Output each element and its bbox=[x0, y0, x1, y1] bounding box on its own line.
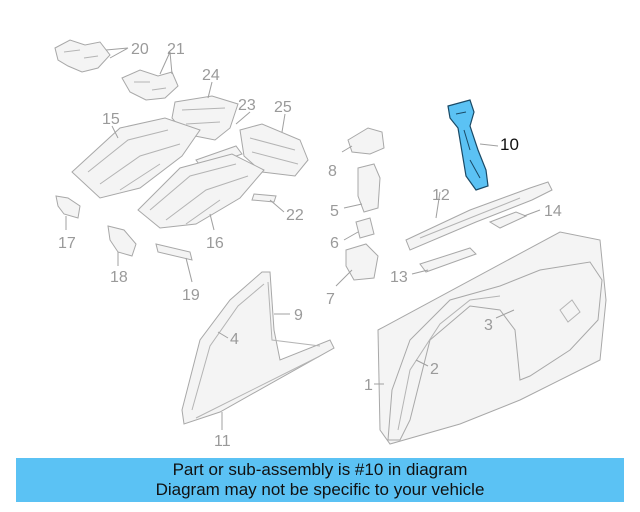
callout-23: 23 bbox=[238, 97, 256, 114]
callout-2: 2 bbox=[430, 361, 439, 378]
callout-17: 17 bbox=[58, 235, 76, 252]
part-14 bbox=[488, 211, 528, 229]
info-banner: Part or sub-assembly is #10 in diagram D… bbox=[16, 458, 624, 502]
callout-1: 1 bbox=[364, 377, 373, 394]
part-21 bbox=[121, 69, 179, 101]
part-6 bbox=[355, 217, 375, 239]
callout-16: 16 bbox=[206, 235, 224, 252]
callout-8: 8 bbox=[328, 163, 337, 180]
part-5 bbox=[357, 163, 381, 213]
leader-lines bbox=[65, 47, 541, 430]
part-22 bbox=[251, 193, 277, 203]
part-2-3 bbox=[387, 261, 603, 441]
callout-5: 5 bbox=[330, 203, 339, 220]
part-20 bbox=[54, 39, 111, 73]
part-17 bbox=[55, 195, 81, 219]
part-4-9-11 bbox=[181, 271, 335, 425]
callout-14: 14 bbox=[544, 203, 562, 220]
part-25 bbox=[239, 123, 309, 177]
part-13 bbox=[419, 247, 477, 273]
callout-22: 22 bbox=[286, 207, 304, 224]
part-19 bbox=[155, 243, 193, 261]
callout-6: 6 bbox=[330, 235, 339, 252]
part-10-highlighted[interactable] bbox=[447, 99, 489, 191]
callout-3: 3 bbox=[484, 317, 493, 334]
part-16 bbox=[137, 153, 265, 229]
banner-line-2: Diagram may not be specific to your vehi… bbox=[155, 480, 485, 499]
callout-11: 11 bbox=[214, 433, 231, 450]
part-8 bbox=[347, 127, 385, 155]
callout-10: 10 bbox=[500, 135, 519, 154]
part-15 bbox=[71, 117, 201, 199]
callout-13: 13 bbox=[390, 269, 408, 286]
parts-diagram: 20 21 24 23 25 15 16 22 17 18 19 8 5 6 7… bbox=[54, 39, 607, 450]
callout-19: 19 bbox=[182, 287, 200, 304]
callout-9: 9 bbox=[294, 307, 303, 324]
part-12 bbox=[405, 181, 553, 251]
callout-15: 15 bbox=[102, 111, 120, 128]
callout-7: 7 bbox=[326, 291, 335, 308]
banner-line-1: Part or sub-assembly is #10 in diagram bbox=[172, 460, 468, 479]
callout-21: 21 bbox=[167, 41, 185, 58]
callout-12: 12 bbox=[432, 187, 450, 204]
callout-20: 20 bbox=[131, 41, 149, 58]
callout-24: 24 bbox=[202, 67, 220, 84]
callout-4: 4 bbox=[230, 331, 239, 348]
callout-18: 18 bbox=[110, 269, 128, 286]
part-18 bbox=[107, 225, 137, 257]
callout-25: 25 bbox=[274, 99, 292, 116]
part-7 bbox=[345, 243, 379, 281]
